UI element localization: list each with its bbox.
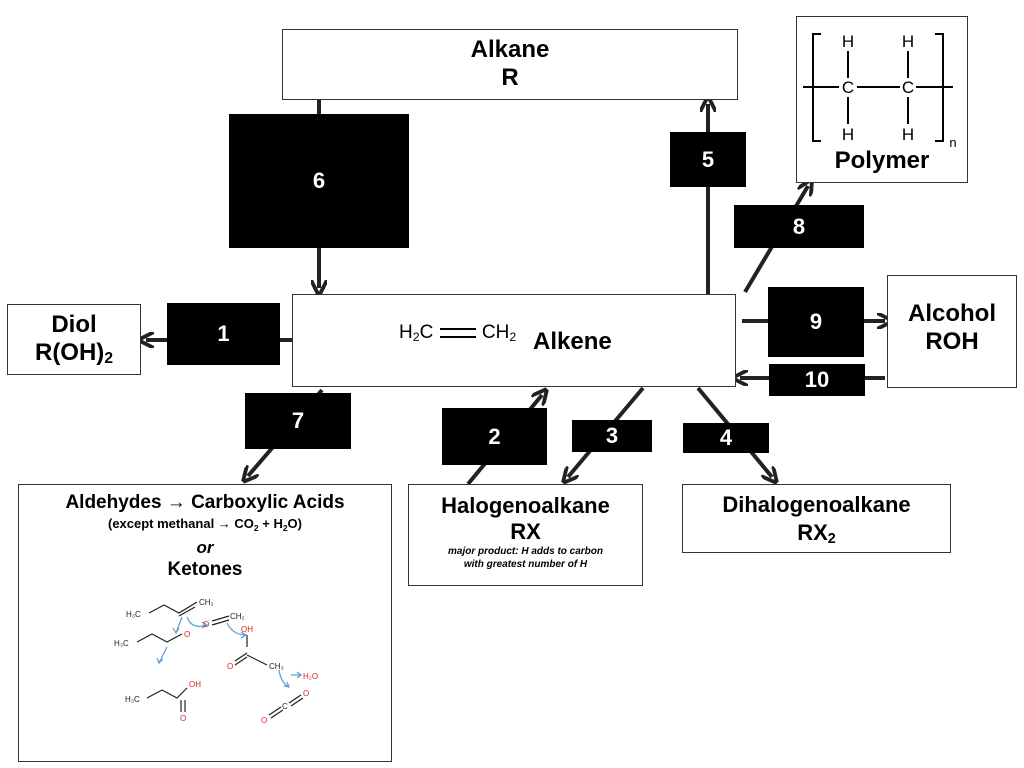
diol-formula: R(OH)2 — [8, 339, 140, 373]
reaction-label-9: 9 — [768, 287, 864, 357]
halogenoalkane-formula: RX — [510, 519, 541, 544]
polymer-c1: C — [842, 78, 854, 97]
halogenoalkane-title: Halogenoalkane — [441, 493, 610, 518]
alkane-formula: R — [501, 64, 519, 91]
diol-formula-main: R(OH) — [34, 339, 105, 366]
butene-h3c: H₃C — [126, 610, 141, 619]
co2-o2: O — [303, 689, 309, 698]
double-bond — [439, 327, 476, 338]
butene-ch2: CH₂ — [199, 598, 214, 607]
reaction-label-10: 10 — [769, 364, 865, 396]
methanal-ch2: CH₂ — [230, 612, 245, 621]
alkane-box: Alkane R — [282, 29, 738, 100]
polymer-title: Polymer — [834, 147, 930, 174]
diol-formula-sub: 2 — [104, 350, 113, 367]
formic-oh: OH — [241, 625, 253, 634]
reaction-label-8: 8 — [734, 205, 864, 248]
alcohol-box: Alcohol ROH — [887, 275, 1017, 388]
alcohol-formula: ROH — [925, 328, 979, 355]
reaction-label-2: 2 — [442, 408, 547, 465]
acid-oh: OH — [189, 680, 201, 689]
polymer-box: H H C C H H n Polymer — [796, 16, 968, 183]
polymer-h2: H — [902, 32, 914, 51]
ch3-label: CH₃ — [269, 662, 284, 671]
reaction-label-3: 3 — [572, 420, 652, 452]
halogenoalkane-box: Halogenoalkane RX major product: H adds … — [408, 484, 643, 586]
formic-o: O — [227, 662, 233, 671]
polymer-h4: H — [902, 125, 914, 144]
oxidation-line1: Aldehydes → Carboxylic Acids — [65, 492, 345, 513]
oxidation-ketones: Ketones — [167, 559, 243, 580]
dihalogenoalkane-box: Dihalogenoalkane RX2 — [682, 484, 951, 553]
polymer-n: n — [949, 135, 956, 150]
halogenoalkane-note-2: with greatest number of H — [463, 559, 588, 570]
reaction-label-5: 5 — [670, 132, 746, 187]
diol-box: Diol R(OH)2 — [7, 304, 141, 375]
methanal-o: O — [203, 620, 209, 629]
acid-o: O — [180, 714, 186, 723]
oxidation-scheme: H₃C CH₂ H₃C O H₃C OH O O CH₂ OH O CH₃ H₂… — [114, 598, 318, 725]
h2o-label: H₂O — [303, 672, 318, 681]
reaction-label-7: 7 — [245, 393, 351, 449]
reaction-label-4: 4 — [683, 423, 769, 453]
co2-c: C — [282, 702, 288, 711]
butanal-o: O — [184, 630, 190, 639]
alkene-structure: H2C CH2 — [399, 322, 517, 344]
reaction-label-6: 6 — [229, 114, 409, 248]
alkane-title: Alkane — [470, 36, 550, 63]
alcohol-title: Alcohol — [908, 300, 996, 327]
diol-title: Diol — [51, 311, 97, 338]
butanal-h3c: H₃C — [114, 639, 129, 648]
oxidation-or: or — [196, 538, 214, 557]
reaction-label-1: 1 — [167, 303, 280, 365]
alkene-box: H2C CH2 Alkene — [292, 294, 736, 387]
dihalogenoalkane-title: Dihalogenoalkane — [722, 492, 911, 517]
polymer-structure: H H C C H H n — [803, 32, 957, 150]
oxidation-box: Aldehydes → Carboxylic Acids (except met… — [18, 484, 392, 762]
oxidation-line2: (except methanal → CO2 + H2O) — [107, 516, 302, 533]
halogenoalkane-note-1: major product: H adds to carbon — [447, 546, 603, 557]
alkene-title: Alkene — [533, 328, 612, 355]
acid-h3c: H₃C — [125, 695, 140, 704]
polymer-c2: C — [902, 78, 914, 97]
polymer-h3: H — [842, 125, 854, 144]
polymer-h1: H — [842, 32, 854, 51]
dihalogenoalkane-formula: RX2 — [797, 520, 836, 547]
co2-o1: O — [261, 716, 267, 725]
